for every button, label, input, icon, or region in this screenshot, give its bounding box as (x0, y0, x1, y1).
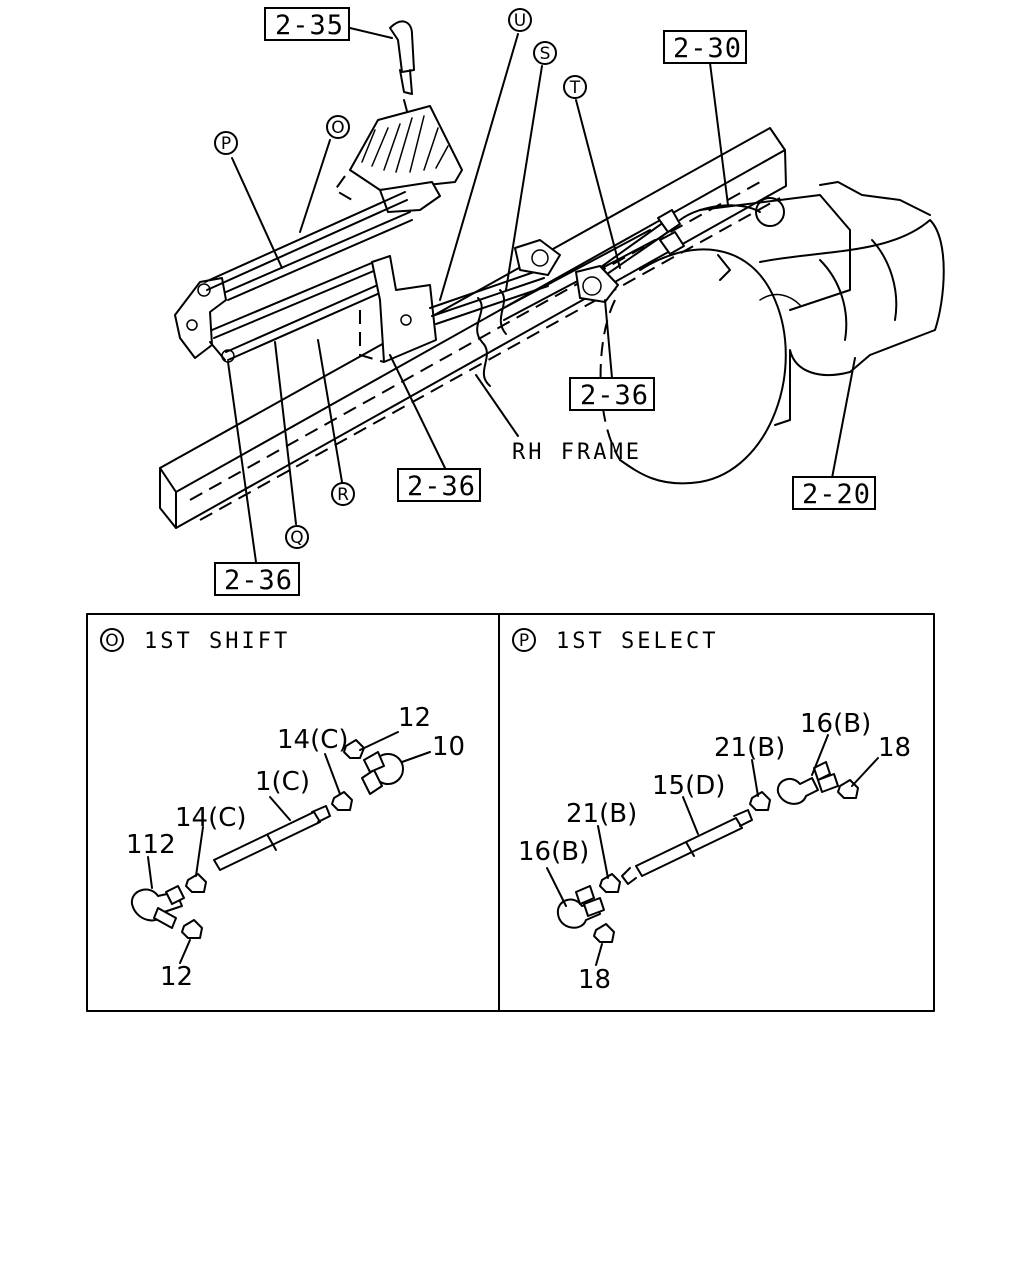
callout-s-label: S (540, 44, 551, 64)
callout-r-label: R (337, 485, 349, 505)
leader-12-top (359, 731, 399, 751)
label-14c-top: 14(C) (277, 725, 349, 755)
label-16b-top: 16(B) (800, 709, 871, 739)
callout-u: U (508, 8, 532, 32)
leader-lines (227, 27, 856, 563)
label-12-bottom: 12 (160, 962, 193, 992)
callout-t: T (563, 75, 587, 99)
ref-label-2-30: 2-30 (673, 33, 742, 64)
leader-16b-top (811, 734, 829, 776)
rh-frame-label: RH FRAME (512, 440, 642, 465)
callout-p: P (214, 131, 238, 155)
part-nut-12-bottom (181, 919, 203, 939)
leader-21b-bottom (597, 825, 609, 879)
callout-p-label: P (221, 134, 231, 154)
center-bracket (359, 255, 437, 363)
ref-label-2-36-center: 2-36 (407, 471, 476, 502)
callout-q-label: Q (290, 528, 303, 548)
ref-box-2-30 (663, 30, 747, 64)
control-cables (429, 209, 685, 325)
label-14c-bottom: 14(C) (175, 803, 247, 833)
part-nut-21b-bottom (599, 873, 621, 893)
label-15d: 15(D) (652, 771, 725, 801)
leader-18-top (851, 757, 879, 787)
callout-o: O (326, 115, 350, 139)
part-nut-18-bottom (593, 923, 615, 943)
transmission (599, 181, 945, 485)
detail-panels-frame (86, 613, 935, 1012)
part-ball-joint-16b-top (776, 761, 839, 805)
linkage-rods (204, 191, 413, 361)
detail-p-marker-circle (512, 628, 536, 652)
gear-shift-lever (333, 20, 463, 213)
leader-14c-top (324, 753, 341, 795)
part-nut-21b-top (749, 791, 771, 811)
ref-box-2-36-center (397, 468, 481, 502)
callout-o-label: O (331, 118, 344, 138)
detail-p-marker: P (519, 631, 529, 651)
label-16b-bottom: 16(B) (518, 837, 589, 867)
ref-box-2-35 (264, 7, 350, 41)
leader-14c-bottom (195, 826, 204, 877)
label-21b-bottom: 21(B) (566, 799, 637, 829)
label-112: 112 (126, 830, 176, 860)
callout-t-label: T (569, 78, 581, 98)
ref-label-2-36-right: 2-36 (580, 380, 649, 411)
leader-15d (682, 796, 699, 835)
leader-16b-bottom (546, 867, 567, 907)
ref-label-2-35: 2-35 (275, 10, 344, 41)
ref-label-2-36-left: 2-36 (224, 565, 293, 596)
detail-o-title: 1ST SHIFT (144, 629, 290, 654)
left-linkage-bracket (174, 277, 235, 363)
label-18-bottom: 18 (578, 965, 611, 995)
detail-p-panel: P 1ST SELECT (512, 628, 911, 995)
part-ball-joint-112 (130, 885, 185, 929)
detail-p-title: 1ST SELECT (556, 629, 718, 654)
part-nut-12-top (343, 739, 365, 759)
part-nut-14c-top (331, 791, 353, 811)
callout-s: S (533, 41, 557, 65)
callout-u-label: U (514, 11, 526, 31)
main-assembly-view: 2-35 2-30 2-36 2-36 2-36 2-20 U S T O (159, 7, 945, 596)
part-nut-14c-bottom (185, 873, 207, 893)
part-rod-15d (621, 809, 753, 885)
frame-break-line (476, 297, 491, 387)
callout-q: Q (285, 525, 309, 549)
callout-r: R (331, 482, 355, 506)
detail-o-marker: O (105, 631, 118, 651)
label-10: 10 (432, 732, 465, 762)
part-ball-joint-10 (361, 751, 404, 795)
leader-18-bottom (595, 943, 603, 966)
detail-o-panel: O 1ST SHIFT (100, 628, 465, 992)
label-18-top: 18 (878, 733, 911, 763)
ref-label-2-20: 2-20 (802, 479, 871, 510)
ref-box-2-36-left (214, 562, 300, 596)
ref-box-2-36-right (569, 377, 655, 411)
leader-21b-top (751, 759, 759, 797)
leader-12-bottom (179, 939, 191, 964)
leader-1c (269, 796, 291, 821)
leader-112 (147, 856, 153, 889)
part-ball-joint-16b-bottom (556, 885, 605, 929)
detail-o-marker-circle (100, 628, 124, 652)
label-12-top: 12 (398, 703, 431, 733)
label-21b-top: 21(B) (714, 733, 785, 763)
ref-box-2-20 (792, 476, 876, 510)
leader-10 (401, 751, 431, 763)
label-1c: 1(C) (255, 767, 310, 797)
part-rod-1c (213, 805, 331, 871)
